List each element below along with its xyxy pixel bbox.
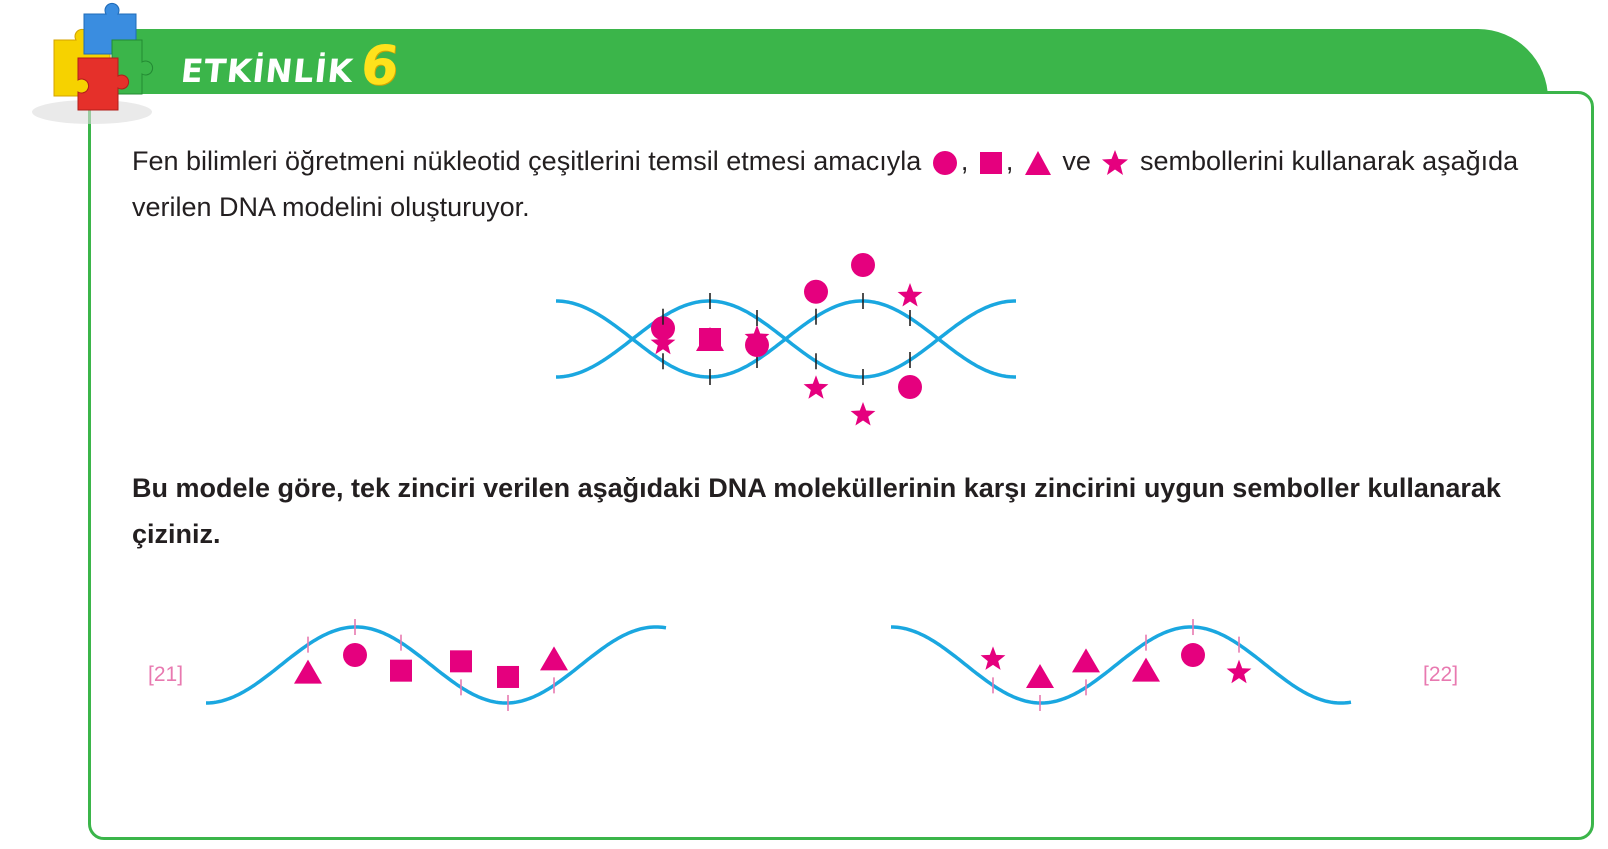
comma: , xyxy=(1005,146,1014,176)
circle-icon xyxy=(932,150,957,175)
square-icon xyxy=(979,151,1002,174)
triangle-symbol xyxy=(540,646,568,671)
square-symbol xyxy=(497,665,519,688)
circle-symbol xyxy=(804,279,828,304)
circle-symbol xyxy=(851,253,875,278)
square-symbol xyxy=(450,650,472,673)
triangle-icon xyxy=(1024,150,1051,175)
question-text: Bu modele göre, tek zinciri verilen aşağ… xyxy=(132,473,1501,549)
circle-symbol xyxy=(651,316,675,341)
bottom-strand xyxy=(556,299,1016,379)
exercise-22-strand xyxy=(891,619,1352,711)
star-symbol xyxy=(850,402,876,426)
triangle-symbol xyxy=(294,659,322,684)
item-number-22: [22] xyxy=(1423,663,1459,686)
star-symbol xyxy=(803,375,829,399)
given-strand xyxy=(206,625,667,705)
triangle-symbol xyxy=(1072,648,1100,673)
exercise-21-strand xyxy=(206,619,667,711)
star-symbol xyxy=(1226,659,1252,684)
square-symbol xyxy=(699,328,721,351)
star-symbol xyxy=(897,283,923,307)
puzzle-pieces-icon xyxy=(32,2,154,124)
star-symbol xyxy=(980,646,1006,670)
dna-model-figure xyxy=(556,253,1016,426)
circle-symbol xyxy=(343,643,367,668)
comma: , xyxy=(960,146,969,176)
activity-title: ETKİNLİK 6 xyxy=(179,34,403,97)
item-number-21: [21] xyxy=(148,663,184,686)
square-symbol xyxy=(390,659,412,682)
star-icon xyxy=(1102,149,1129,175)
intro-text-part2: sembollerini kullanarak aşağıda verilen … xyxy=(132,146,1519,222)
circle-symbol xyxy=(745,333,769,358)
triangle-symbol xyxy=(1132,657,1160,682)
title-word: ETKİNLİK xyxy=(179,52,356,90)
intro-text-part1: Fen bilimleri öğretmeni nükleotid çeşitl… xyxy=(132,146,922,176)
conjunction-ve: ve xyxy=(1062,146,1091,176)
title-number: 6 xyxy=(358,34,403,97)
triangle-symbol xyxy=(1026,663,1054,688)
activity-panel xyxy=(88,91,1594,840)
intro-paragraph: Fen bilimleri öğretmeni nükleotid çeşitl… xyxy=(132,138,1552,230)
given-strand xyxy=(891,625,1352,705)
circle-symbol xyxy=(1181,643,1205,668)
star-symbol xyxy=(650,330,676,355)
circle-symbol xyxy=(898,374,922,399)
